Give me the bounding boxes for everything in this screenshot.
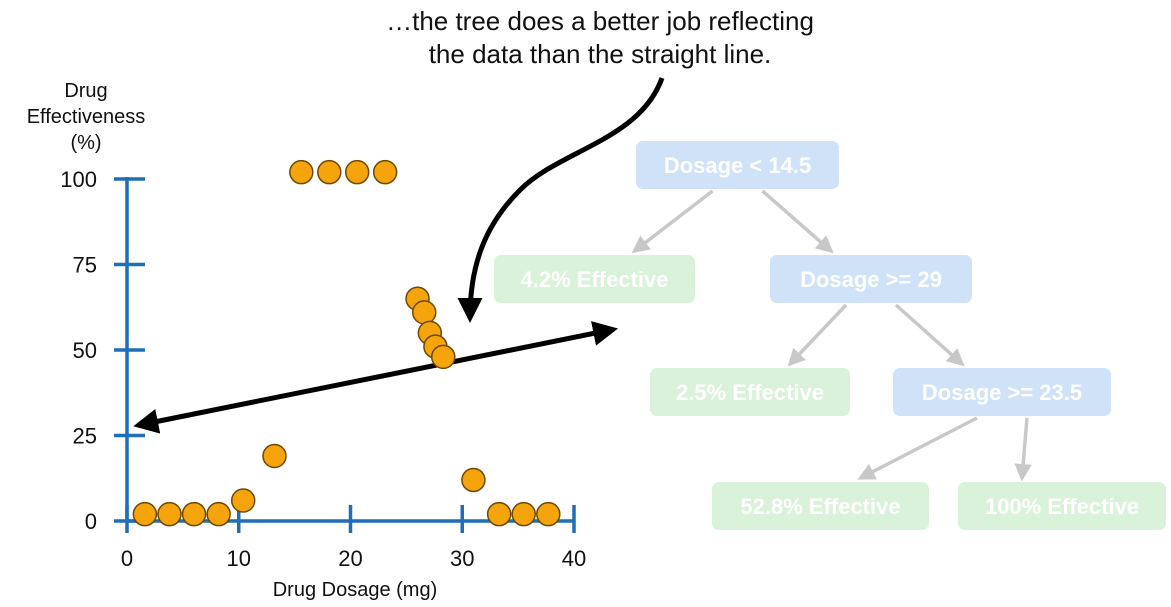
tree-node-label: 52.8% Effective: [740, 494, 900, 519]
tree-edge: [787, 303, 848, 367]
decision-tree: Dosage < 14.5 4.2% Effective Dosage >= 29 2…: [494, 141, 1166, 530]
tree-decision-node: Dosage < 14.5: [636, 141, 839, 189]
y-tick-label: 50: [73, 338, 97, 363]
data-points: [132, 159, 561, 527]
tree-edge: [1014, 417, 1032, 482]
x-axis-title: Drug Dosage (mg): [273, 579, 438, 601]
data-point: [157, 501, 182, 527]
tree-node-label: 100% Effective: [985, 494, 1139, 519]
tree-decision-node: Dosage >= 23.5: [893, 368, 1111, 416]
tree-node-label: Dosage >= 29: [800, 267, 942, 292]
tree-node-box: [712, 482, 929, 530]
tree-node-label: 4.2% Effective: [521, 267, 669, 292]
x-tick-label: 30: [450, 546, 474, 571]
caption-line-2: the data than the straight line.: [429, 39, 772, 69]
data-point: [536, 501, 561, 527]
regression-line-layer: [133, 321, 619, 434]
y-tick-label: 0: [85, 509, 97, 534]
tree-leaf-node: 52.8% Effective: [712, 482, 929, 530]
tree-node-label: 2.5% Effective: [676, 380, 824, 405]
tree-node-box: [650, 368, 850, 416]
annotation-arrow: [457, 77, 665, 323]
data-point: [486, 501, 512, 527]
data-point: [132, 501, 158, 527]
tree-leaf-node: 100% Effective: [958, 482, 1166, 530]
y-axis-title: Drug Effectiveness (%): [27, 80, 146, 154]
data-point: [181, 501, 207, 527]
tree-edge: [631, 189, 714, 254]
tree-node-label: Dosage >= 23.5: [922, 380, 1082, 405]
y-tick-label: 100: [60, 167, 97, 192]
caption: …the tree does a better job reflecting t…: [386, 6, 814, 69]
tree-node-box: [494, 255, 695, 303]
x-tick-label: 10: [227, 546, 251, 571]
tree-edge: [857, 416, 978, 480]
data-point: [206, 501, 231, 527]
data-point: [289, 159, 314, 185]
y-tick-label: 75: [73, 253, 97, 278]
regression-line: [133, 321, 619, 434]
tree-node-label: Dosage < 14.5: [664, 153, 811, 178]
caption-line-1: …the tree does a better job reflecting: [386, 6, 814, 36]
data-point: [431, 344, 456, 370]
data-point: [230, 488, 256, 513]
data-point: [344, 159, 370, 185]
y-axis-title-line-2: Effectiveness: [27, 106, 146, 128]
data-point: [412, 300, 437, 325]
tree-edge: [894, 303, 965, 367]
tree-node-box: [893, 368, 1111, 416]
data-point: [262, 443, 287, 469]
x-tick-label: 20: [338, 546, 362, 571]
x-tick-label: 0: [121, 546, 133, 571]
data-point: [372, 159, 398, 185]
y-axis-title-line-1: Drug: [64, 80, 107, 102]
data-point: [317, 159, 342, 185]
y-tick-label: 25: [73, 424, 97, 449]
tree-node-box: [958, 482, 1166, 530]
tree-leaf-node: 2.5% Effective: [650, 368, 850, 416]
tree-node-box: [636, 141, 839, 189]
x-tick-label: 40: [562, 546, 586, 571]
tree-decision-node: Dosage >= 29: [770, 255, 972, 303]
data-point: [461, 467, 486, 493]
tree-edge: [761, 189, 834, 254]
y-axis-title-line-3: (%): [70, 132, 101, 154]
tree-leaf-node: 4.2% Effective: [494, 255, 695, 303]
data-point: [511, 501, 536, 527]
tree-node-box: [770, 255, 972, 303]
